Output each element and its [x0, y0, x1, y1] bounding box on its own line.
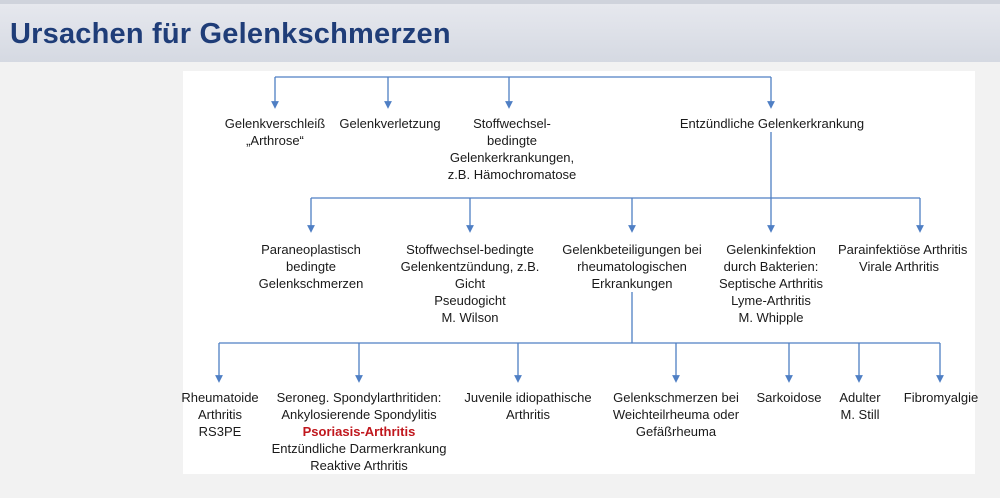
node-line: Ankylosierende Spondylitis — [281, 407, 437, 422]
node-line: RS3PE — [198, 424, 242, 439]
node-line: Stoffwechsel- — [473, 116, 551, 131]
node-line: z.B. Hämochromatose — [447, 167, 577, 182]
node-line: M. Still — [840, 407, 880, 422]
node-line: bedingte — [487, 133, 537, 148]
node-line: Septische Arthritis — [718, 276, 824, 291]
node-line: Entzündliche Gelenkerkrankung — [679, 116, 865, 131]
node-weichteilrheuma: Gelenkschmerzen bei Weichteilrheuma oder… — [605, 389, 747, 440]
node-sarkoidose: Sarkoidose — [752, 389, 826, 406]
node-line: rheumatologischen — [577, 259, 687, 274]
node-line: Arthritis — [197, 407, 243, 422]
node-line: Adulter — [839, 390, 881, 405]
node-line: Gefäßrheuma — [635, 424, 717, 439]
node-line: Reaktive Arthritis — [310, 458, 408, 473]
node-fibromyalgie: Fibromyalgie — [898, 389, 984, 406]
node-line: Paraneoplastisch — [261, 242, 361, 257]
node-stoffwechsel-bedingte: Stoffwechsel- bedingte Gelenkerkrankunge… — [440, 115, 584, 183]
node-gelenkinfektion: Gelenkinfektion durch Bakterien: Septisc… — [707, 241, 835, 326]
node-line: Juvenile idiopathische — [464, 390, 592, 405]
node-line: Gelenkverschleiß — [224, 116, 326, 131]
node-line: Seroneg. Spondylarthritiden: — [276, 390, 442, 405]
node-line: Pseudogicht — [434, 293, 506, 308]
node-juvenile-idiopathische: Juvenile idiopathische Arthritis — [455, 389, 601, 423]
diagram-panel — [183, 71, 975, 474]
node-line: Gelenkentzündung, z.B. — [400, 259, 540, 274]
node-line: Entzündliche Darmerkrankung — [271, 441, 447, 456]
node-line: Gelenkbeteiligungen bei — [562, 242, 702, 257]
node-stoffwechsel-gelenkentzuendung: Stoffwechsel-bedingte Gelenkentzündung, … — [392, 241, 548, 326]
node-line: Weichteilrheuma oder — [612, 407, 740, 422]
node-gelenkverschleiss: Gelenkverschleiß „Arthrose“ — [213, 115, 337, 149]
node-line: M. Whipple — [738, 310, 804, 325]
node-line: M. Wilson — [441, 310, 499, 325]
slide-title: Ursachen für Gelenkschmerzen — [10, 18, 451, 50]
node-line: Gicht — [454, 276, 486, 291]
node-line: durch Bakterien: — [723, 259, 819, 274]
node-line: bedingte — [286, 259, 336, 274]
node-line: Rheumatoide — [181, 390, 259, 405]
node-line: Erkrankungen — [591, 276, 673, 291]
node-line: Gelenkschmerzen — [258, 276, 364, 291]
node-entzuendliche-gelenkerkrankung: Entzündliche Gelenkerkrankung — [670, 115, 874, 132]
node-line: Gelenkinfektion — [726, 242, 816, 257]
node-rheumatoide-arthritis: Rheumatoide Arthritis RS3PE — [180, 389, 260, 440]
node-adulter-still: Adulter M. Still — [830, 389, 890, 423]
node-line: Parainfektiöse Arthritis — [838, 242, 968, 257]
node-line: Gelenkerkrankungen, — [449, 150, 575, 165]
title-band: Ursachen für Gelenkschmerzen — [0, 0, 1000, 62]
node-paraneoplastisch: Paraneoplastisch bedingte Gelenkschmerze… — [246, 241, 376, 292]
node-line: Sarkoidose — [756, 390, 822, 405]
node-parainfektioese-arthritis: Parainfektiöse Arthritis Virale Arthriti… — [838, 241, 968, 275]
node-line-highlight: Psoriasis-Arthritis — [302, 424, 416, 439]
node-line: Stoffwechsel-bedingte — [406, 242, 534, 257]
node-line: Arthritis — [505, 407, 551, 422]
node-gelenkbeteiligungen: Gelenkbeteiligungen bei rheumatologische… — [552, 241, 712, 292]
node-line: „Arthrose“ — [246, 133, 304, 148]
node-line: Gelenkverletzung — [339, 116, 441, 131]
node-line: Gelenkschmerzen bei — [613, 390, 739, 405]
node-gelenkverletzung: Gelenkverletzung — [330, 115, 450, 132]
node-line: Lyme-Arthritis — [731, 293, 811, 308]
node-line: Virale Arthritis — [859, 259, 939, 274]
node-seroneg-spondylarthritiden: Seroneg. Spondylarthritiden: Ankylosiere… — [269, 389, 449, 474]
node-line: Fibromyalgie — [903, 390, 979, 405]
